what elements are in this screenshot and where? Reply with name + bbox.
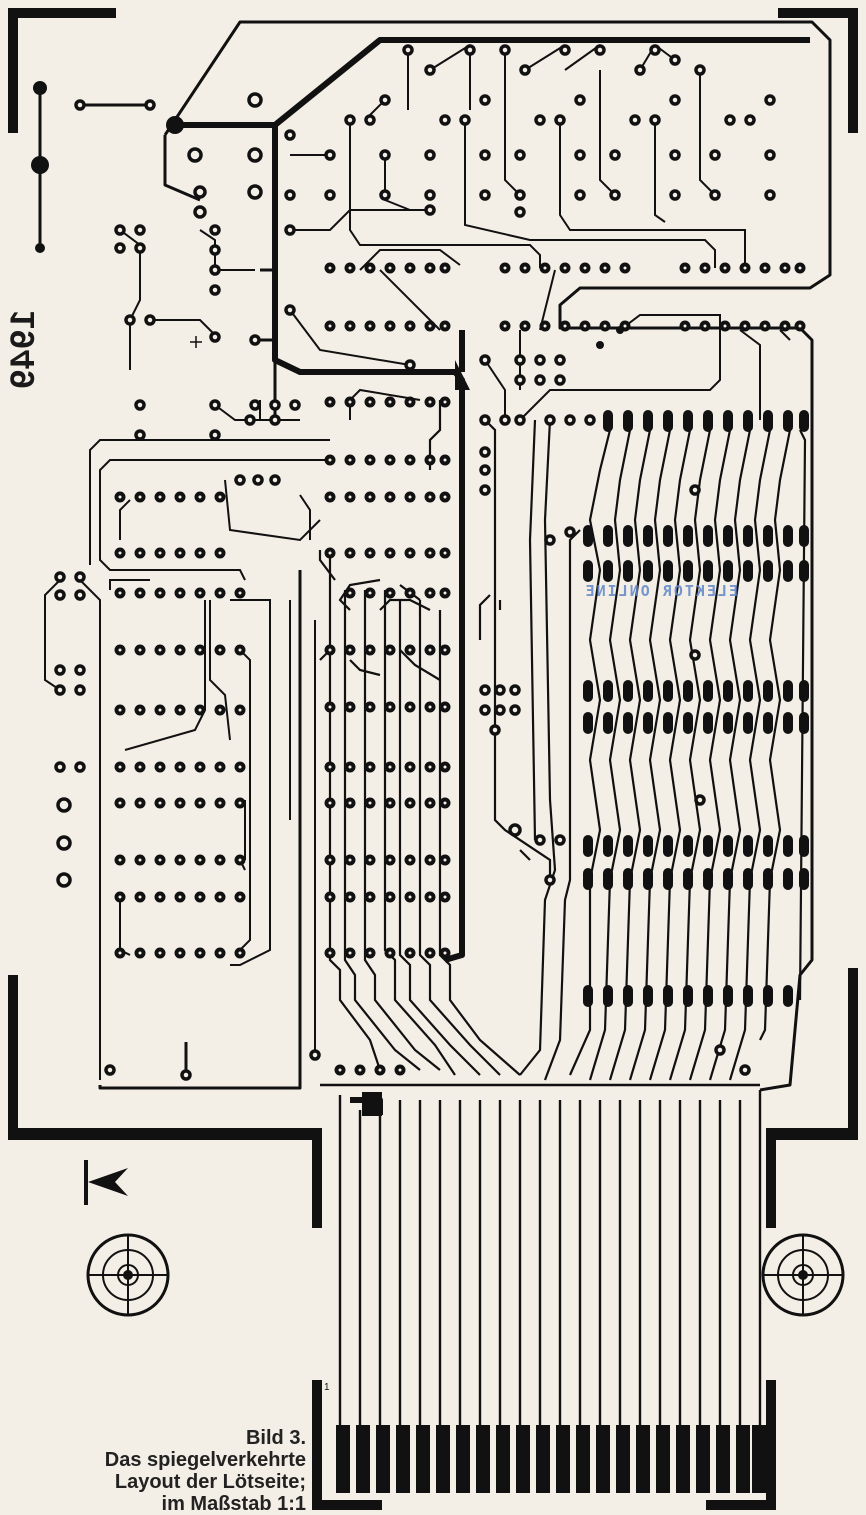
caption-line-4: im Maßstab 1:1 (161, 1493, 306, 1515)
crop-marks (8, 8, 858, 1510)
pad-row-upper-2 (324, 320, 806, 332)
pad-row-mid-3 (114, 491, 451, 503)
pad-row-left-7 (114, 891, 451, 903)
pad-row-left-1 (114, 587, 451, 599)
figure-caption: Bild 3. Das spiegelverkehrte Layout der … (6, 1427, 306, 1515)
pad-row-bottom (334, 1064, 406, 1076)
pad-row-left-4 (114, 761, 451, 773)
right-pad-array-traces (478, 419, 807, 1081)
right-oblong-pads (583, 410, 809, 1007)
supply-pads (31, 81, 624, 1116)
watermark-text: ELEKTOR ONLINE (583, 582, 738, 600)
caption-line-2: Das spiegelverkehrte (104, 1449, 306, 1471)
pad-row-left-5 (114, 797, 451, 809)
pad-row-left-3 (114, 701, 451, 716)
pad-row-left-2 (114, 644, 451, 656)
single-pads (54, 44, 776, 1081)
ic-pad-rows (114, 262, 806, 1076)
pad-row-upper-1 (324, 262, 806, 274)
caption-line-1: Bild 3. (245, 1427, 306, 1449)
mounting-hole-right-icon (761, 1233, 845, 1317)
pad-row-left-8 (114, 947, 451, 959)
connector-fingers (320, 1083, 762, 1425)
mounting-hole-left-icon (86, 1233, 170, 1317)
pad-row-mid-2 (324, 454, 451, 466)
pin-one-marker: 1 (324, 1382, 330, 1393)
caption-line-3: Layout der Lötseite; (114, 1471, 306, 1493)
pad-row-left-6 (114, 854, 451, 866)
edge-connector-contacts (336, 1425, 766, 1493)
pad-row-mid-1 (324, 396, 451, 408)
board-outline-trace (98, 20, 832, 1092)
layout-reference-number: 1949 (4, 310, 42, 390)
left-supply-traces (38, 88, 277, 1075)
pad-row-mid-4 (114, 547, 451, 559)
upper-signal-traces (289, 44, 791, 421)
orientation-arrow-icon (84, 1160, 128, 1205)
plus-marker (190, 336, 202, 348)
